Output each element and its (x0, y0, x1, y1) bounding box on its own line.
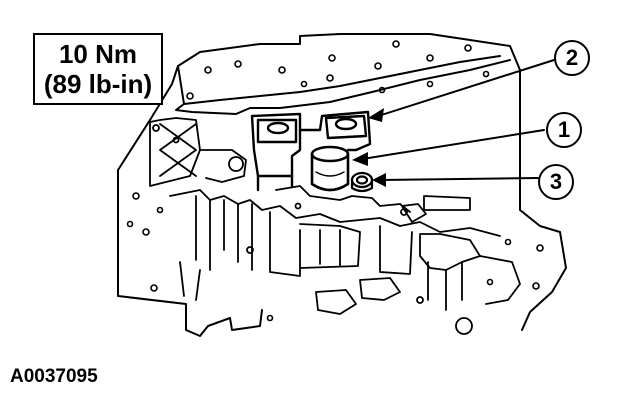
figure-id: A0037095 (10, 366, 98, 387)
leader-lines (355, 59, 555, 181)
valve-body (169, 185, 521, 335)
case-bolt-holes (126, 192, 544, 322)
callout-1: 1 (546, 112, 582, 148)
callout-2: 2 (554, 40, 590, 76)
torque-metric: 10 Nm (58, 39, 138, 69)
retaining-bolt (350, 171, 374, 193)
torque-spec-box: 10 Nm (89 lb-in) (33, 33, 163, 105)
separator-plate (175, 55, 511, 115)
plate-holes (186, 40, 490, 100)
transmission-case-outline (117, 33, 567, 337)
callout-3: 3 (538, 164, 574, 200)
leader-arrowheads (352, 108, 386, 187)
left-bracket (149, 117, 247, 187)
torque-imperial: (89 lb-in) (43, 69, 153, 99)
solenoid (310, 145, 350, 192)
solenoid-bracket (250, 110, 372, 192)
